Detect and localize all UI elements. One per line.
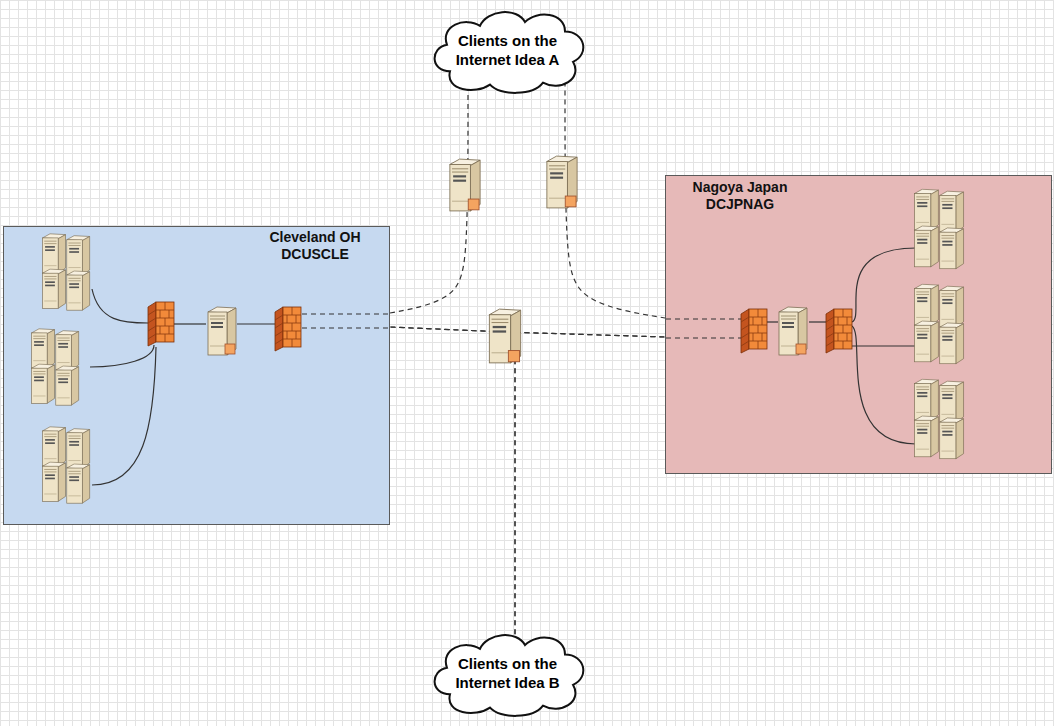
firewall-icon [148,302,174,346]
network-wire [92,347,156,485]
network-wire [767,321,778,322]
region-title: Cleveland OH DCUSCLE [261,229,369,263]
cloud-outline [435,12,584,93]
network-wire [666,318,741,319]
server-icon [208,307,236,355]
server-rack [43,427,90,503]
network-link [505,332,665,634]
server-icon [450,159,480,211]
datacenter-region: Cleveland OH DCUSCLE [3,226,390,525]
server-icon [547,156,577,208]
network-wire [809,321,826,322]
network-wire [302,313,389,314]
network-wire [237,323,275,324]
cloud-shape [425,628,590,718]
network-link [390,327,515,634]
network-wire [174,323,206,324]
server-rack [915,379,964,458]
network-wire [852,248,916,322]
server-icon [489,309,520,363]
network-wire [302,327,389,328]
server-rack [32,329,79,405]
server-icon [779,307,807,355]
datacenter-illustration [666,176,1051,473]
firewall-icon [275,307,301,351]
internet-cloud: Clients on the Internet Idea A [425,5,590,95]
server-rack [915,189,964,268]
datacenter-illustration [4,227,389,524]
datacenter-region: Nagoya Japan DCJPNAG [665,175,1052,474]
network-link [565,82,665,319]
network-wire [852,326,916,444]
network-wire [90,345,154,367]
firewall-icon [826,309,852,353]
network-wire [852,345,916,346]
network-wire [92,289,148,323]
network-wire [666,337,741,338]
cloud-label: Clients on the Internet Idea A [452,31,564,69]
firewall-icon [741,309,767,353]
region-title: Nagoya Japan DCJPNAG [684,179,796,213]
internet-cloud: Clients on the Internet Idea B [425,628,590,718]
cloud-outline [435,635,584,716]
server-rack [915,284,964,363]
cloud-label: Clients on the Internet Idea B [452,654,564,692]
server-rack [43,234,90,310]
cloud-shape [425,5,590,95]
